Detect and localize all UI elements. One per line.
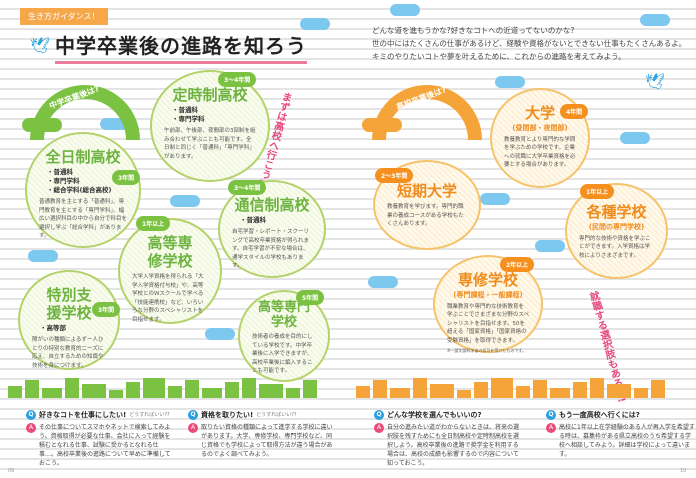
duration-badge: 5年間: [296, 290, 325, 305]
school-desc: 専門的な技術や資格を学ぶことができます。入学資格は学校によりさまざまです。: [579, 235, 651, 259]
school-name: 特別支援学校: [46, 286, 92, 322]
answer: その仕事についてスマホやネットで検索してみよう。資格取得が必要な仕事、会社に入っ…: [39, 424, 171, 467]
school-name: 高等専修学校: [147, 234, 193, 270]
school-card-parttime: 定時制高校 ・普通科 ・専門学科 午前部、午後部、夜間部の3部制を組み合わせて学…: [150, 70, 270, 182]
duration-badge: 3〜4年間: [218, 72, 257, 87]
intro-text: どんな道を進もうかな?好きなコトへの近道ってないのかな? 世の中にはたくさんの仕…: [372, 24, 686, 63]
school-sub: (昼間部・夜間部): [512, 124, 568, 132]
course: ・専門学科: [47, 177, 80, 185]
answer-icon: A: [188, 423, 198, 433]
school-desc: 職業教育や専門的な技術教育を学ぶことでさまざまな分野のスペシャリストを目指せます…: [447, 303, 529, 344]
school-desc: 教養教育とより専門的な学問を学ぶための学校です。企業への就職に大学卒業資格を必要…: [504, 136, 576, 169]
school-desc: 午前部、午後部、夜間部の3部制を組み合わせて学ぶことも可能です。全日制と同じく「…: [164, 128, 256, 160]
school-card-fulltime: 全日制高校 ・普通科 ・専門学科 ・総合学科(総合高校) 普通教育を主とする「普…: [25, 132, 141, 248]
answer-icon: A: [374, 423, 384, 433]
question-icon: Q: [374, 410, 384, 420]
question: 好きなコトを仕事にしたい!: [39, 410, 127, 419]
course: ・普通科: [172, 106, 198, 114]
bird-icon: 🕊: [30, 36, 51, 55]
question: 資格を取りたい!: [201, 410, 254, 419]
cloud-icon: [170, 195, 200, 207]
school-desc: 大学入学資格を得られる「大学入学資格付与校」や、高等学校とのWスクールで学べる「…: [132, 274, 204, 323]
answer-icon: A: [546, 423, 556, 433]
cloud-icon: [620, 132, 650, 144]
cityscape-green: [8, 378, 317, 398]
intro-line: キミのやりたいコトや夢を叶えるために、これからの進路を考えてみよう。: [372, 52, 626, 61]
question-sub: どうすればいい??: [256, 411, 297, 418]
answer-icon: A: [26, 423, 36, 433]
question: もう一度高校へ行くには?: [559, 410, 640, 419]
school-sub: (専門課程・一般課程): [453, 291, 523, 299]
duration-badge: 2〜3年間: [375, 168, 414, 183]
school-name: 大学: [524, 104, 555, 122]
school-sub: (民間の専門学校): [588, 223, 645, 231]
duration-badge: 3年間: [92, 302, 121, 317]
cloud-icon: [480, 193, 510, 205]
school-desc: 普通教育を主とする「普通科」、専門教育を主とする「専門学科」、幅広い選択科目の中…: [39, 199, 128, 239]
cloud-icon: [362, 118, 402, 132]
cloud-icon: [205, 328, 235, 340]
cloud-icon: [28, 250, 58, 262]
course: ・普通科: [47, 168, 73, 176]
answer: 自分の進みたい道がわからないときは、将来の選択肢を残すためにも全日制高校や定時制…: [387, 424, 520, 467]
course: ・高等部: [40, 324, 66, 332]
duration-badge: 3年間: [112, 170, 141, 185]
school-name: 高等専門学校: [258, 300, 311, 330]
cloud-icon: [368, 276, 398, 288]
section-tag: 生き方ガイダンス！: [20, 8, 108, 25]
duration-badge: 3〜4年間: [228, 180, 267, 195]
school-name: 定時制高校: [172, 86, 248, 104]
cloud-icon: [535, 240, 565, 252]
cloud-icon: [495, 76, 525, 88]
question-icon: Q: [546, 410, 556, 420]
duration-badge: 4年間: [560, 104, 589, 119]
school-name: 各種学校: [586, 203, 647, 221]
school-card-misc-school: 各種学校 (民間の専門学校) 専門的な技術や資格を学ぶことができます。入学資格は…: [565, 183, 668, 279]
question-icon: Q: [26, 410, 36, 420]
course: ・普通科: [240, 216, 266, 224]
bird-icon: 🕊: [645, 72, 666, 91]
cloud-icon: [640, 14, 670, 26]
school-name: 短期大学: [396, 182, 457, 200]
school-desc: 自宅学習・レポート・スクーリングで高校卒業資格が得られます。自宅学習が不安な場合…: [232, 229, 310, 269]
answer: 取りたい資格の種類によって進学する学校に違いがあります。大学、専修学校、専門学校…: [201, 424, 333, 458]
school-desc: 教養教育を学びます。専門的職業の養成コースがある学校もたくさんあります。: [387, 204, 464, 227]
question: どんな学校を選んでもいいの?: [387, 410, 482, 419]
school-card-university: 大学 (昼間部・夜間部) 教養教育とより専門的な学問を学ぶための学校です。企業へ…: [490, 88, 590, 188]
school-card-special-support: 特別支援学校 ・高等部 障がいの種類によるずー人ひとりの特別な教育的ニーズに応え…: [18, 270, 120, 370]
school-name: 通信制高校: [234, 196, 310, 214]
answer: 高校に1年以上在学経験のある人が再入学を希望する時は、募集枠がある県立高校のうち…: [559, 424, 695, 458]
school-card-correspondence: 通信制高校 ・普通科 自宅学習・レポート・スクーリングで高校卒業資格が得られます…: [218, 180, 326, 278]
footnote: ※一部文部科学省の認可を受けたものです。: [447, 348, 526, 353]
school-desc: 障がいの種類によるずー人ひとりの特別な教育的ニーズに応え、自立するための知識や技…: [32, 337, 104, 369]
school-card-technical-college: 高等専門学校 技術者の養成を目的にしている学校です。中学卒業後に入学できますが、…: [238, 290, 330, 382]
course: ・専門学科: [172, 115, 205, 123]
school-name: 全日制高校: [45, 148, 121, 166]
duration-badge: 1年以上: [136, 216, 171, 231]
cloud-icon: [390, 4, 420, 16]
course: ・総合学科(総合高校): [47, 186, 112, 194]
cityscape-orange: [356, 378, 665, 398]
page-title: 中学卒業後の進路を知ろう: [55, 30, 307, 64]
intro-line: どんな道を進もうかな?好きなコトへの近道ってないのかな?: [372, 26, 575, 35]
duration-badge: 1年以上: [580, 184, 615, 199]
school-desc: 技術者の養成を目的にしている学校です。中学卒業後に入学できますが、高校卒業後に編…: [252, 334, 313, 374]
cloud-icon: [300, 18, 330, 30]
page-number-right: 10: [680, 468, 687, 474]
school-name: 専修学校: [457, 271, 518, 289]
intro-line: 世の中にはたくさんの仕事があるけど、経験や資格がないとできない仕事もたくさんある…: [372, 39, 687, 48]
question-sub: どうすればいい??: [129, 411, 170, 418]
duration-badge: 2年以上: [500, 257, 535, 272]
question-icon: Q: [188, 410, 198, 420]
cloud-icon: [22, 118, 62, 132]
page-number-left: 09: [8, 468, 15, 474]
school-card-higher-vocational: 高等専修学校 大学入学資格を得られる「大学入学資格付与校」や、高等学校とのWスク…: [118, 218, 222, 324]
